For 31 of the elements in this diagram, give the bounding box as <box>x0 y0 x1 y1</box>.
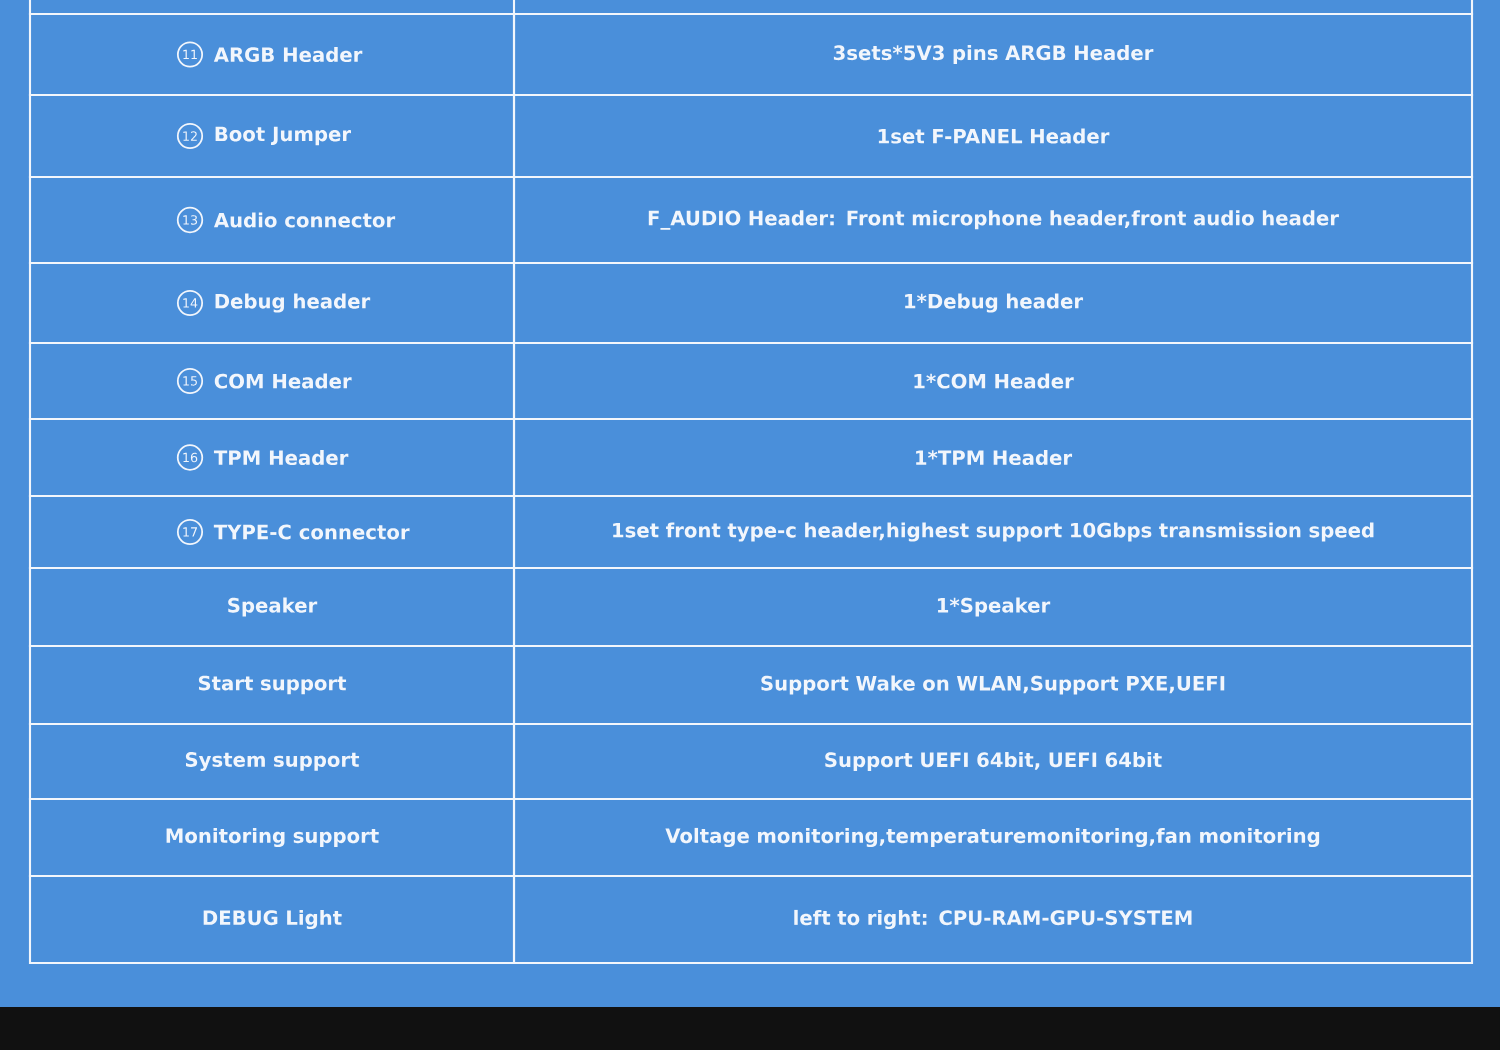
cell-text: Audio connector <box>213 212 396 228</box>
table-cell: F_AUDIO Header: Front microphone header,front audio header <box>512 175 1474 265</box>
cell-text: COM Header <box>214 373 352 389</box>
table-cell: 1set F-PANEL Header <box>512 93 1474 179</box>
table-cell: 1*COM Header <box>512 341 1474 421</box>
table-cell: 1*TPM Header <box>512 417 1474 498</box>
table-cell: Start support <box>28 644 516 726</box>
callout-number: 13 <box>176 206 204 234</box>
table-cell: 1*Speaker <box>512 566 1474 648</box>
callout-number: 17 <box>176 518 204 546</box>
table-cell: System support <box>28 722 516 801</box>
table-cell: Voltage monitoring,temperaturemonitoring,fan monitoring <box>512 797 1474 878</box>
table-cell: Support Wake on WLAN,Support PXE,UEFI <box>512 644 1474 726</box>
callout-number: 16 <box>176 444 204 471</box>
table-cell: Monitoring support <box>28 797 516 878</box>
callout-number: 11 <box>176 41 204 68</box>
cell-text: TPM Header <box>213 449 349 466</box>
table-cell: 3sets*5V3 pins ARGB Header <box>512 12 1474 97</box>
cell-text: Debug header <box>215 293 371 313</box>
callout-number: 14 <box>176 289 204 316</box>
table-cell: left to right: CPU-RAM-GPU-SYSTEM <box>512 874 1474 965</box>
cell-text: Boot Jumper <box>215 126 351 146</box>
table-cell: 1set front type-c header,highest support 10Gbps transmission speed <box>512 494 1474 570</box>
callout-number: 15 <box>176 367 204 395</box>
cell-text: TYPE-C connector <box>213 524 410 540</box>
table-cell: Speaker <box>28 566 516 648</box>
table-cell: Support UEFI 64bit, UEFI 64bit <box>512 722 1474 801</box>
callout-number: 12 <box>176 122 204 150</box>
table-cell: 1*Debug header <box>512 261 1474 345</box>
table-cell: DEBUG Light <box>28 874 516 965</box>
cell-text: ARGB Header <box>213 46 363 63</box>
